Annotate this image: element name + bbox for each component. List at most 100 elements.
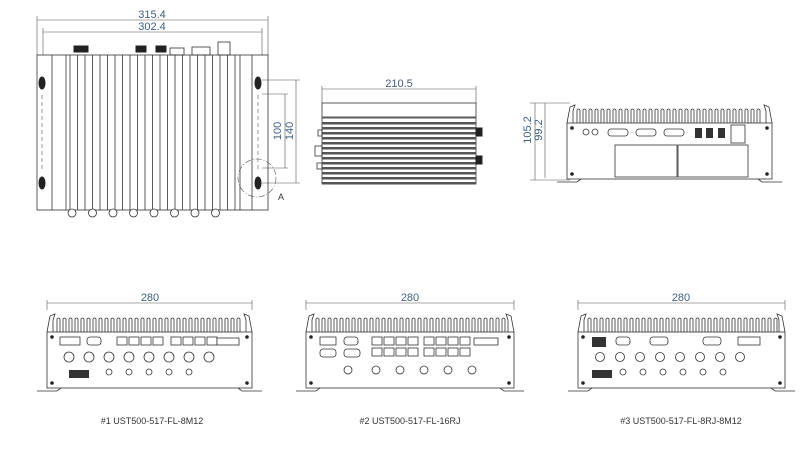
fin xyxy=(660,108,665,123)
fin xyxy=(653,317,658,332)
m12-connector xyxy=(67,208,77,218)
m12-connector xyxy=(655,352,665,362)
rj45-port xyxy=(459,347,471,357)
mounting-foot xyxy=(296,387,524,392)
m12-connector xyxy=(595,352,605,362)
fin xyxy=(74,317,79,332)
rj45-port xyxy=(140,336,152,346)
fin xyxy=(756,108,761,123)
fin xyxy=(68,317,73,332)
fin xyxy=(206,317,211,332)
screw xyxy=(50,335,54,339)
fin xyxy=(576,108,581,123)
m12-connector xyxy=(103,351,115,363)
side-view: 210.5 xyxy=(314,78,483,185)
fin xyxy=(594,108,599,123)
fin xyxy=(761,317,766,332)
fin xyxy=(345,317,350,332)
fin xyxy=(381,317,386,332)
rj45-port xyxy=(435,347,447,357)
dim-inner-width: 302.4 xyxy=(138,21,166,33)
usb-port xyxy=(718,128,725,138)
rj45-port xyxy=(194,336,206,346)
fin-edge xyxy=(577,313,587,333)
rj45-port xyxy=(371,336,383,346)
m12-connector xyxy=(719,368,727,376)
m12-connector xyxy=(619,368,627,376)
fin xyxy=(738,108,743,123)
fin xyxy=(236,317,241,332)
fin xyxy=(465,317,470,332)
variant-views: 280 #1 UST500-517-FL-8M12 280 #2 UST500-… xyxy=(37,292,795,426)
rj45-port xyxy=(383,347,395,357)
fin xyxy=(321,317,326,332)
fin xyxy=(647,317,652,332)
screw xyxy=(507,381,511,385)
fin-edge xyxy=(776,313,786,333)
fin xyxy=(447,317,452,332)
db-connector xyxy=(663,128,685,137)
fin xyxy=(369,317,374,332)
fin xyxy=(322,167,476,170)
rj45-port xyxy=(407,347,419,357)
fin xyxy=(387,317,392,332)
fin xyxy=(606,108,611,123)
fin xyxy=(170,317,175,332)
fin xyxy=(612,108,617,123)
fin xyxy=(672,108,677,123)
variant-2-dim-width: 280 xyxy=(401,292,419,304)
serial-port xyxy=(319,348,337,358)
rj45-port xyxy=(407,336,419,346)
m12-connector xyxy=(105,368,113,376)
m12-connector xyxy=(659,368,667,376)
fin xyxy=(158,317,163,332)
screw xyxy=(581,381,585,385)
rj45-port xyxy=(423,336,435,346)
fin xyxy=(695,317,700,332)
dim-hole-spacing-140: 140 xyxy=(284,122,296,140)
rj45-port xyxy=(423,347,435,357)
fin xyxy=(417,317,422,332)
m12-connector xyxy=(88,208,97,218)
fin xyxy=(423,317,428,332)
fin xyxy=(714,108,719,123)
fin xyxy=(749,317,754,332)
variant-3-caption: #3 UST500-517-FL-8RJ-8M12 xyxy=(620,416,742,426)
fin xyxy=(642,108,647,123)
screw xyxy=(570,126,574,130)
rj45-port xyxy=(395,347,407,357)
terminal-block xyxy=(473,337,499,346)
rj45-port xyxy=(170,336,182,346)
detail-circle xyxy=(237,158,277,198)
m12-connector xyxy=(183,351,195,363)
m12-connector xyxy=(83,351,95,363)
fin xyxy=(684,108,689,123)
fin-edge xyxy=(243,313,253,333)
fin xyxy=(593,317,598,332)
fin xyxy=(322,147,476,150)
fin xyxy=(322,152,476,155)
fin xyxy=(104,317,109,332)
variant-1-caption: #1 UST500-517-FL-8M12 xyxy=(101,416,204,426)
fin xyxy=(194,317,199,332)
m12-connector xyxy=(615,352,625,362)
dim-hole-spacing-100: 100 xyxy=(272,122,284,140)
fin xyxy=(399,317,404,332)
m12-connector xyxy=(108,208,118,218)
fin xyxy=(720,108,725,123)
fin xyxy=(702,108,707,123)
mounting-foot xyxy=(568,387,795,392)
serial-port xyxy=(702,336,722,346)
fin xyxy=(322,182,476,185)
fin xyxy=(629,317,634,332)
fin xyxy=(86,317,91,332)
fin xyxy=(322,157,476,160)
power-connector xyxy=(730,124,746,144)
rj45-port xyxy=(447,336,459,346)
din-connector xyxy=(59,336,81,346)
m12-connector xyxy=(635,352,645,362)
fin xyxy=(322,137,476,140)
heatsink-fins xyxy=(69,55,236,210)
fin xyxy=(393,317,398,332)
